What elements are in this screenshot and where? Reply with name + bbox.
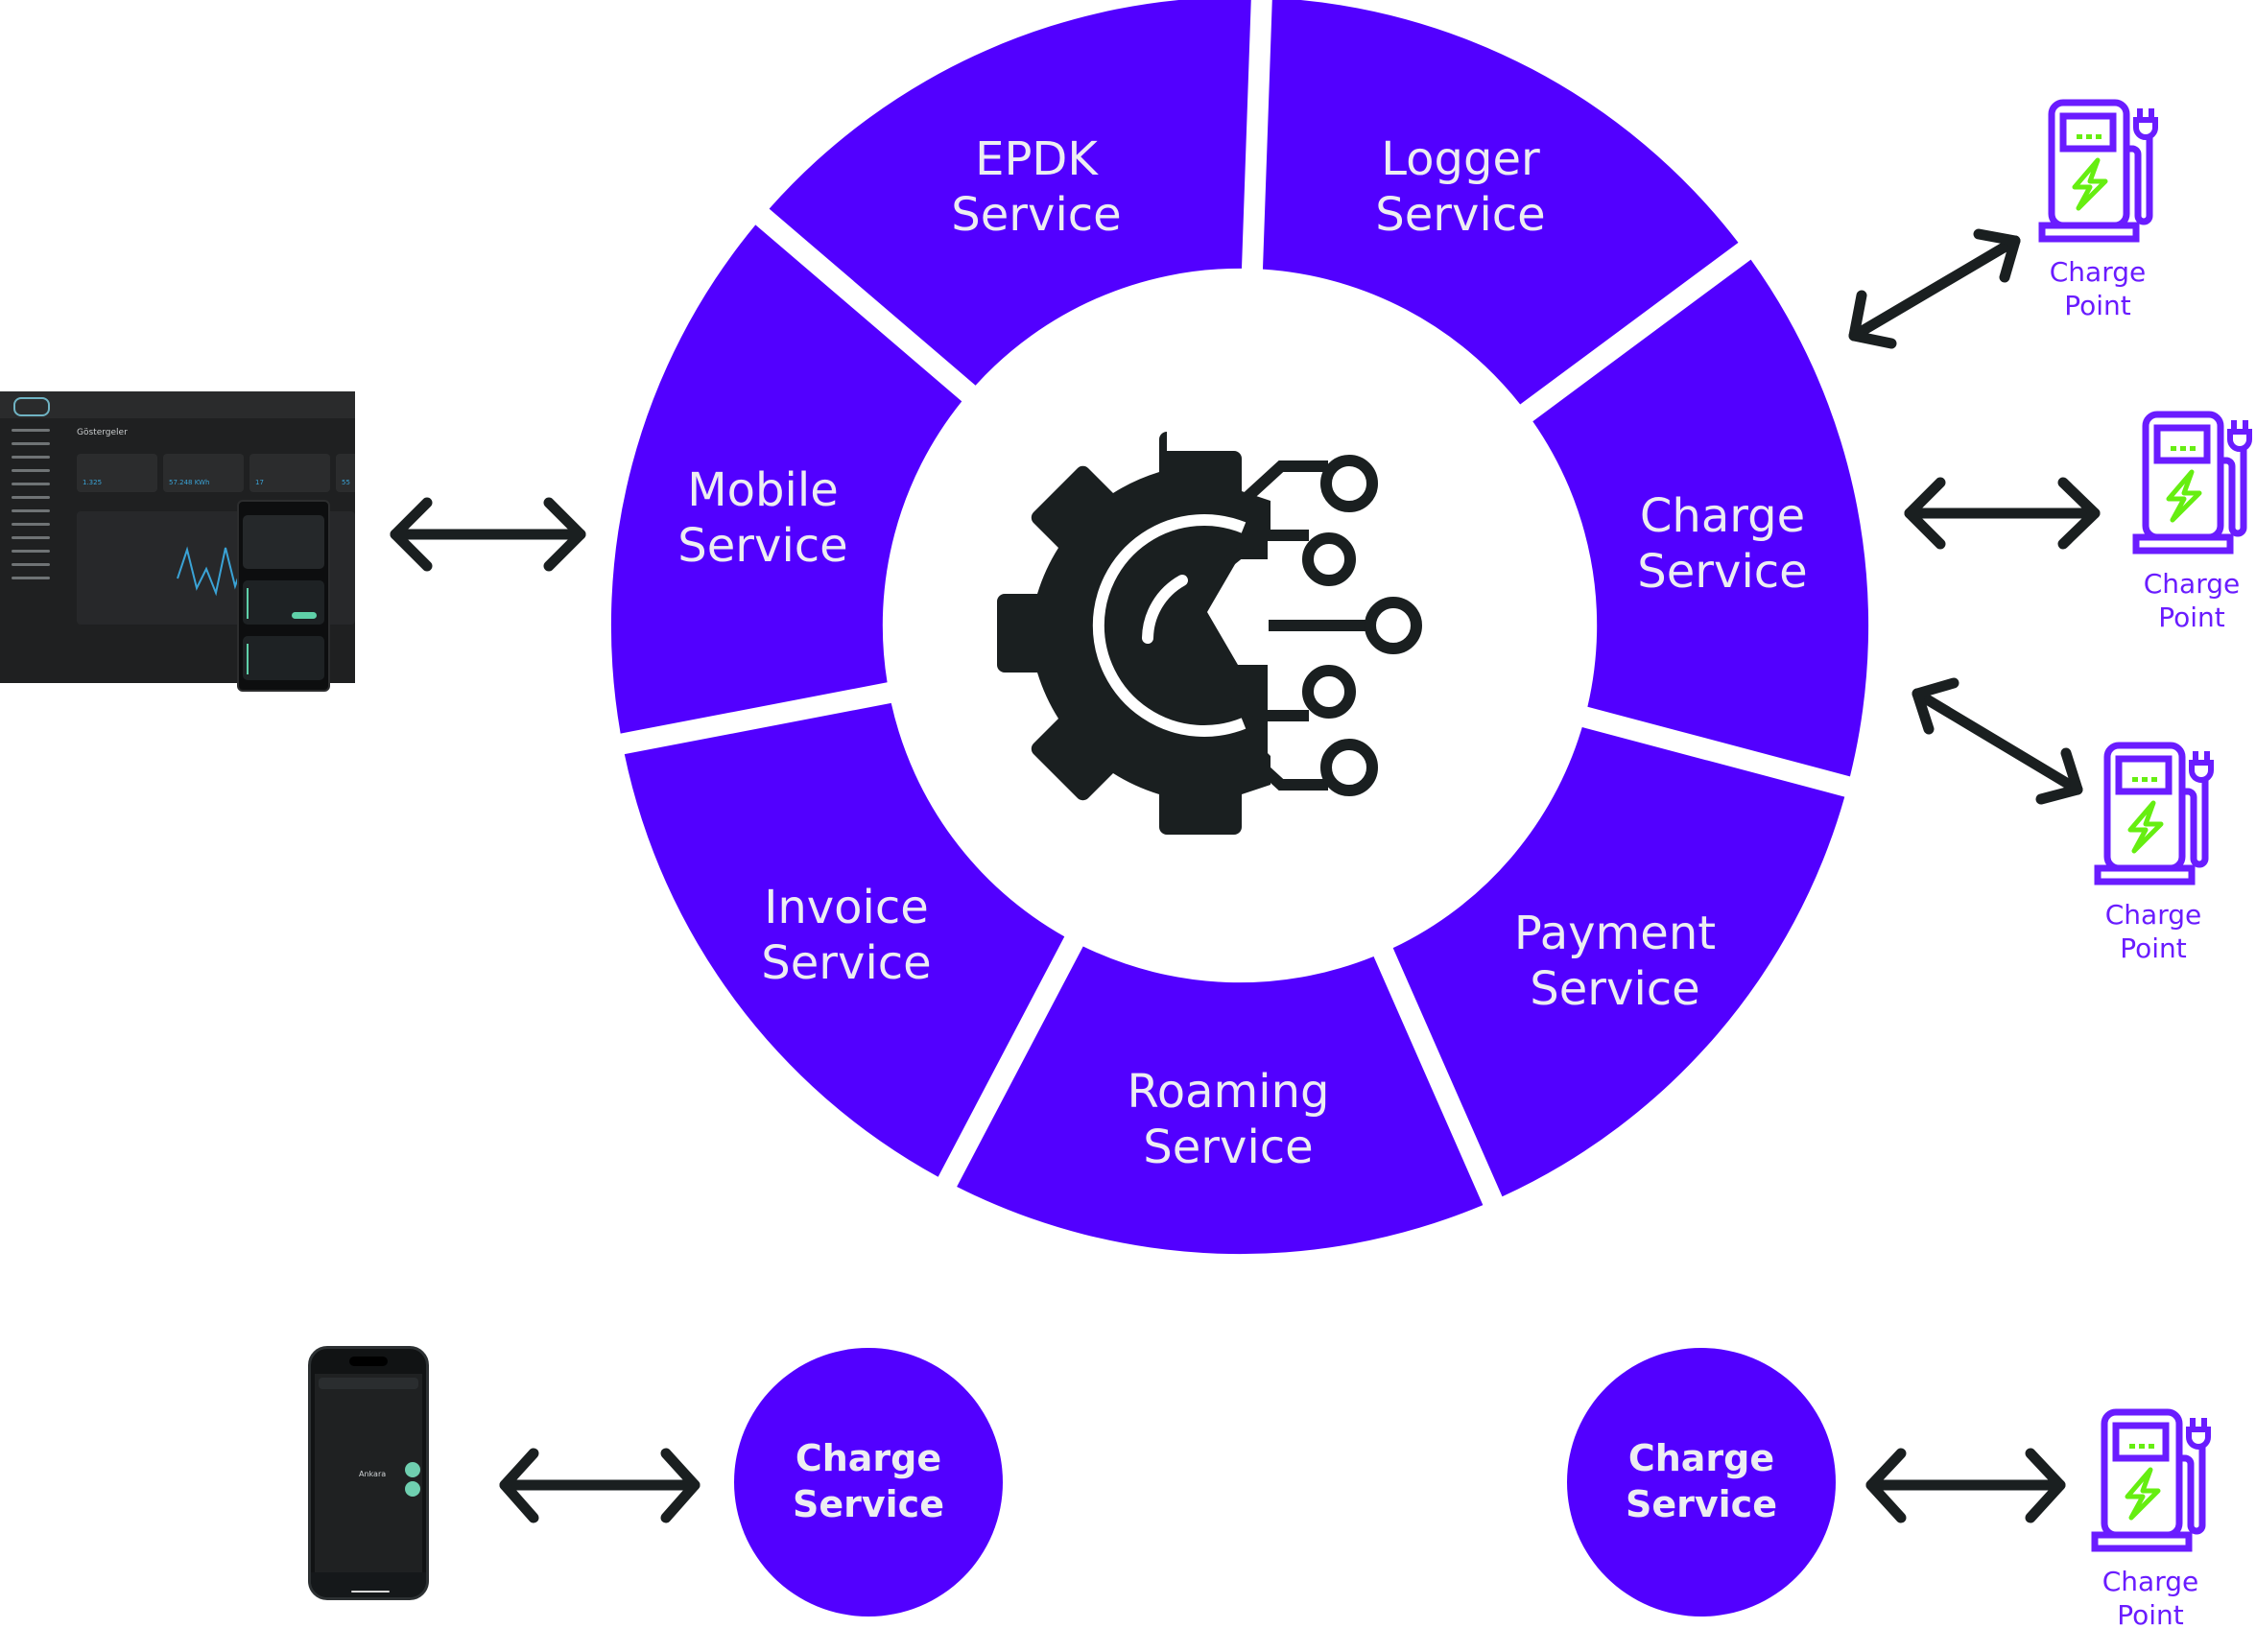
card-value: 57.248 KWh [169, 479, 210, 486]
service-segment-logger[interactable] [1532, 259, 1869, 777]
service-segment-invoice[interactable] [610, 224, 962, 734]
map-city-label: Ankara [359, 1470, 387, 1478]
service-segment-mobile[interactable] [769, 0, 1251, 386]
dashboard-topbar [0, 391, 355, 418]
bottom-charge-service-left[interactable]: Charge Service [734, 1348, 1003, 1617]
service-label-payment-line1: Payment [1514, 907, 1716, 960]
service-label-charge-line2: Service [1637, 545, 1807, 599]
map-locate-button [405, 1481, 420, 1497]
service-label-epdk-line1: EPDK [975, 132, 1099, 186]
dashboard-card: 17 [249, 454, 330, 492]
arrow-mobile-app-charge-service [499, 1448, 701, 1523]
bottom-charge-service-right[interactable]: Charge Service [1567, 1348, 1836, 1617]
mobile-hero-card [243, 515, 324, 569]
map-fab-button [405, 1462, 420, 1477]
map-view [315, 1374, 422, 1572]
service-label-line1: Charge [796, 1437, 941, 1479]
ev-charger-icon [2098, 745, 2211, 882]
charge-point-label-line1: Charge [2144, 568, 2240, 600]
charge-point-label-line1: Charge [2050, 256, 2146, 288]
service-segment-payment[interactable] [957, 946, 1484, 1255]
dashboard-card: 57.248 KWh [163, 454, 244, 492]
service-label-mobile-line2: Service [677, 519, 847, 573]
ev-charger-icon [2042, 103, 2155, 239]
charge-point-label-line2: Point [2117, 1599, 2184, 1631]
service-label-line2: Service [1626, 1483, 1777, 1525]
service-segment-epdk[interactable] [1262, 0, 1739, 405]
dashboard-title: Göstergeler [77, 428, 128, 437]
arrow-dashboard-mobile-service [390, 497, 586, 572]
arrow-charge-service-charge-point-2 [1904, 477, 2101, 550]
charge-point-label-line2: Point [2064, 290, 2131, 321]
card-value: 17 [255, 479, 264, 486]
service-label-line1: Charge [1628, 1437, 1774, 1479]
service-label-logger-line2: Service [1375, 188, 1545, 242]
service-ring-labels: EPDKServiceLoggerServiceChargeServicePay… [677, 132, 1807, 1174]
service-segment-charge[interactable] [1392, 727, 1845, 1197]
arrow-charge-service-charge-point-4 [1865, 1448, 2066, 1523]
phone-tabbar [311, 1572, 426, 1597]
dashboard-card: 55 [336, 454, 355, 492]
charge-point-label-line1: Charge [2105, 899, 2201, 931]
service-label-roaming-line2: Service [1143, 1121, 1313, 1174]
mobile-list-item [243, 636, 324, 680]
card-value: 55 [342, 479, 350, 486]
card-value: 1.325 [83, 479, 103, 486]
mobile-list-item [243, 580, 324, 625]
arrow-charge-service-charge-point-1 [1848, 228, 2021, 349]
mobile-app-screenshot [237, 500, 330, 692]
phone-notch [349, 1357, 388, 1366]
service-label-line2: Service [793, 1483, 944, 1525]
service-label-payment-line2: Service [1530, 962, 1699, 1016]
charge-points: ChargePointChargePointChargePointChargeP… [2042, 103, 2249, 1631]
service-label-mobile-line1: Mobile [687, 463, 838, 517]
service-segment-roaming[interactable] [624, 702, 1065, 1177]
ev-charger-icon [2136, 414, 2249, 551]
service-label-invoice-line2: Service [761, 936, 931, 990]
charge-point-label-line1: Charge [2102, 1566, 2198, 1597]
service-label-logger-line1: Logger [1381, 132, 1540, 186]
service-ring [610, 0, 1869, 1255]
service-label-epdk-line2: Service [951, 188, 1121, 242]
charge-point-label-line2: Point [2158, 602, 2225, 633]
gear-network-icon [997, 432, 1422, 835]
ev-charger-icon [2095, 1412, 2208, 1548]
dashboard-logo [13, 397, 50, 416]
arrow-charge-service-charge-point-3 [1912, 677, 2083, 805]
dashboard-card: 1.325 [77, 454, 157, 492]
mobile-app-map-screenshot: Ankara [308, 1346, 429, 1600]
service-label-charge-line1: Charge [1640, 489, 1805, 543]
dashboard-sidebar [0, 418, 69, 683]
charge-point-label-line2: Point [2120, 932, 2187, 964]
service-label-invoice-line1: Invoice [764, 881, 929, 934]
map-search-bar [319, 1378, 418, 1389]
service-label-roaming-line1: Roaming [1128, 1065, 1330, 1119]
phone-home-indicator [351, 1591, 390, 1593]
